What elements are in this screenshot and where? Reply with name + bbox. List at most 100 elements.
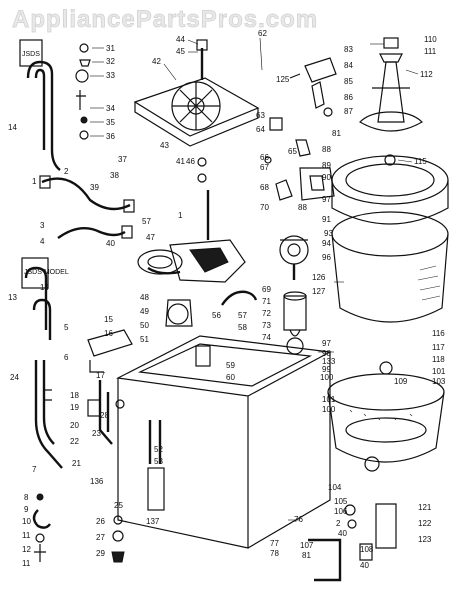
callout-3: 3 [40, 221, 45, 230]
callout-21: 21 [72, 459, 81, 468]
callout-4: 4 [40, 237, 45, 246]
callout-43: 43 [160, 141, 169, 150]
callout-36: 36 [106, 132, 115, 141]
callout-12: 12 [22, 545, 31, 554]
callout-40: 40 [106, 239, 115, 248]
fill-hoses [39, 175, 135, 239]
callout-110: 110 [424, 35, 437, 44]
callout-107: 107 [300, 541, 314, 550]
callout-15: 15 [104, 315, 113, 324]
callout-56: 56 [212, 311, 221, 320]
inner-cabinet-parts [115, 399, 165, 511]
agitator [359, 37, 423, 132]
fittings-column [75, 43, 91, 140]
callout-101: 101 [432, 367, 446, 376]
label-jsds-a: JSDS [22, 51, 40, 58]
callout-18: 18 [70, 391, 79, 400]
callout-33: 33 [106, 71, 115, 80]
callout-90: 90 [322, 173, 331, 182]
callout-64: 64 [256, 125, 265, 134]
callout-112: 112 [420, 70, 433, 79]
callout-37: 37 [118, 155, 127, 164]
callout-25: 25 [114, 501, 123, 510]
callout-106: 106 [334, 507, 348, 516]
callout-39: 39 [90, 183, 99, 192]
callout-14b: 14 [40, 283, 49, 292]
callout-14: 14 [8, 123, 17, 132]
callout-9: 9 [24, 505, 29, 514]
callout-35: 35 [106, 118, 115, 127]
callout-53: 53 [154, 457, 163, 466]
leveling-parts [32, 493, 125, 563]
callout-62: 62 [258, 29, 267, 38]
callout-38: 38 [110, 171, 119, 180]
callout-51: 51 [140, 335, 149, 344]
callout-99: 99 [322, 365, 331, 374]
callout-87: 87 [344, 107, 353, 116]
callout-41: 41 [176, 157, 185, 166]
callout-74: 74 [262, 333, 271, 342]
callouts: 31 32 33 34 35 36 14 1 2 39 3 4 40 44 45… [8, 29, 446, 570]
callout-101b: 101 [322, 395, 336, 404]
callout-48: 48 [140, 293, 149, 302]
callout-78: 78 [270, 549, 279, 558]
callout-66: 66 [260, 153, 269, 162]
callout-126: 126 [312, 273, 326, 282]
motor-bracket-assembly [279, 167, 335, 280]
callout-6: 6 [64, 353, 69, 362]
callout-81: 81 [332, 129, 341, 138]
drain-fittings [308, 503, 397, 582]
callout-123: 123 [418, 535, 432, 544]
callout-28: 28 [100, 411, 109, 420]
callout-94: 94 [322, 239, 331, 248]
callout-115: 115 [414, 157, 427, 166]
callout-83: 83 [344, 45, 353, 54]
callout-125: 125 [276, 75, 290, 84]
drain-hose-upper: JSDS [19, 39, 61, 171]
callout-2b: 2 [336, 519, 341, 528]
callout-13: 13 [8, 293, 17, 302]
callout-104: 104 [328, 483, 342, 492]
callout-24: 24 [10, 373, 19, 382]
callout-34: 34 [106, 104, 115, 113]
callout-133: 133 [322, 357, 336, 366]
callout-88b: 88 [298, 203, 307, 212]
callout-121: 121 [418, 503, 432, 512]
callout-11b: 11 [22, 559, 31, 568]
callout-86: 86 [344, 93, 353, 102]
callout-32: 32 [106, 57, 115, 66]
pump-assembly [283, 291, 307, 355]
callout-88: 88 [322, 145, 331, 154]
callout-50: 50 [140, 321, 149, 330]
callout-117: 117 [432, 343, 445, 352]
callout-57b: 57 [238, 311, 247, 320]
brackets-mid [264, 117, 311, 201]
callout-40c: 40 [360, 561, 369, 570]
callout-22: 22 [70, 437, 79, 446]
callout-42: 42 [152, 57, 161, 66]
callout-111: 111 [424, 47, 437, 56]
callout-85: 85 [344, 77, 353, 86]
callout-45: 45 [176, 47, 185, 56]
watermark: AppliancePartsPros.com [12, 6, 318, 33]
callout-57: 57 [142, 217, 151, 226]
callout-60: 60 [226, 373, 235, 382]
callout-93: 93 [324, 229, 333, 238]
callout-136: 136 [90, 477, 104, 486]
callout-46: 46 [186, 157, 195, 166]
callout-11: 11 [22, 531, 31, 540]
callout-100: 100 [320, 373, 334, 382]
callout-137: 137 [146, 517, 160, 526]
callout-97: 97 [322, 195, 331, 204]
mixing-valve [87, 329, 133, 445]
callout-26: 26 [96, 517, 105, 526]
callout-65: 65 [288, 147, 297, 156]
callout-1b: 1 [178, 211, 183, 220]
callout-69: 69 [262, 285, 271, 294]
callout-49: 49 [140, 307, 149, 316]
callout-27: 27 [96, 533, 105, 542]
callout-19: 19 [70, 403, 79, 412]
callout-59: 59 [226, 361, 235, 370]
callout-127: 127 [312, 287, 326, 296]
